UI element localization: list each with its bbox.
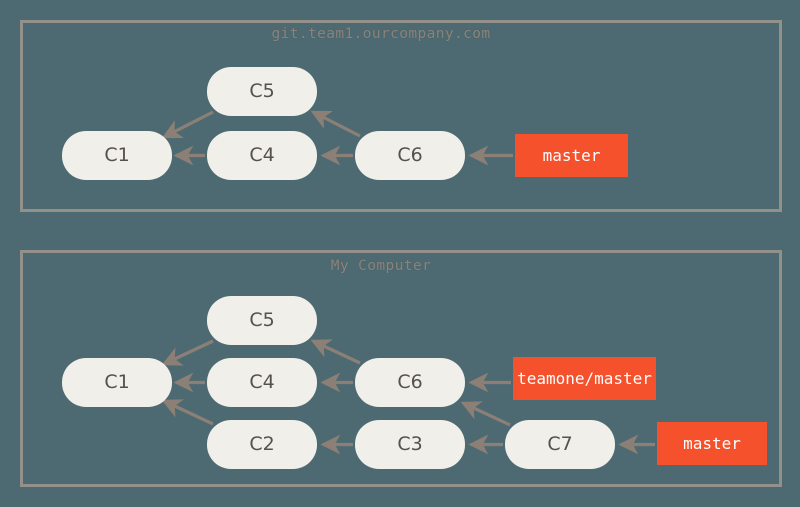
commit-label: C4 xyxy=(249,144,275,166)
commit-label: C3 xyxy=(397,433,423,455)
commit-node-c6-local[interactable]: C6 xyxy=(355,358,465,407)
commit-node-c4-local[interactable]: C4 xyxy=(207,358,317,407)
branch-label-master-remote[interactable]: master xyxy=(515,134,628,177)
commit-label: C5 xyxy=(249,80,275,102)
commit-node-c5-remote[interactable]: C5 xyxy=(207,67,317,116)
commit-node-c6-remote[interactable]: C6 xyxy=(355,131,465,180)
commit-node-c3-local[interactable]: C3 xyxy=(355,420,465,469)
commit-label: C7 xyxy=(547,433,573,455)
commit-node-c7-local[interactable]: C7 xyxy=(505,420,615,469)
commit-label: C2 xyxy=(249,433,275,455)
branch-label-master-local[interactable]: master xyxy=(657,422,767,465)
commit-node-c1-remote[interactable]: C1 xyxy=(62,131,172,180)
commit-node-c5-local[interactable]: C5 xyxy=(207,296,317,345)
commit-node-c1-local[interactable]: C1 xyxy=(62,358,172,407)
commit-label: C1 xyxy=(104,371,130,393)
commit-label: C4 xyxy=(249,371,275,393)
commit-label: C6 xyxy=(397,144,423,166)
commit-node-c4-remote[interactable]: C4 xyxy=(207,131,317,180)
branch-label-teamone-master-local[interactable]: teamone/master xyxy=(513,357,656,400)
commit-label: C6 xyxy=(397,371,423,393)
branch-label-text: master xyxy=(683,433,741,453)
commit-label: C5 xyxy=(249,309,275,331)
panel-local-repository xyxy=(20,250,782,487)
panel-local-title: My Computer xyxy=(330,258,432,274)
panel-remote-repository xyxy=(20,20,782,212)
commit-label: C1 xyxy=(104,144,130,166)
branch-label-text: teamone/master xyxy=(517,368,652,388)
panel-remote-title: git.team1.ourcompany.com xyxy=(271,26,491,42)
commit-node-c2-local[interactable]: C2 xyxy=(207,420,317,469)
branch-label-text: master xyxy=(542,145,601,165)
